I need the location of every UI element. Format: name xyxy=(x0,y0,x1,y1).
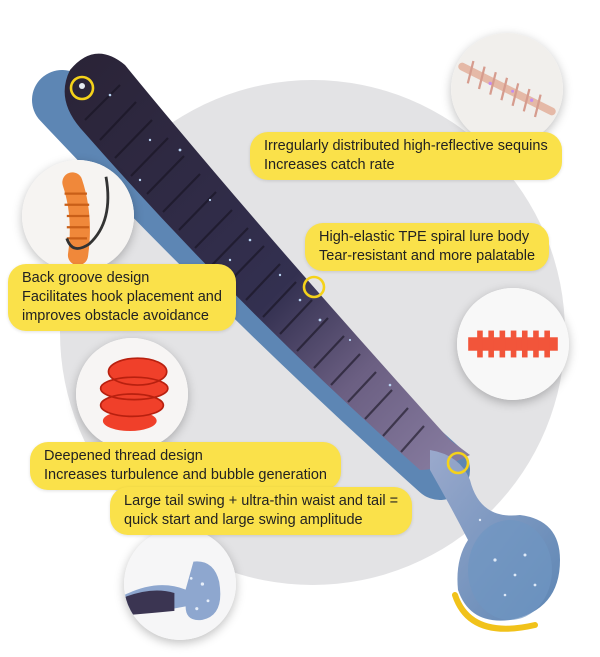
callout-groove-line3: improves obstacle avoidance xyxy=(22,308,209,324)
lure-body xyxy=(64,53,470,471)
tail-sequins xyxy=(478,518,537,597)
callout-body-line2: Tear-resistant and more palatable xyxy=(319,248,536,264)
callout-thread-line2: Increases turbulence and bubble generati… xyxy=(44,467,327,483)
motion-swoosh xyxy=(452,592,538,632)
callout-body: High-elastic TPE spiral lure body Tear-r… xyxy=(305,223,550,271)
thumb-tpe-body xyxy=(457,288,569,400)
callout-sequins-line2: Increases catch rate xyxy=(264,157,395,173)
lure-rib-lines xyxy=(84,84,425,453)
callout-tail-line2: quick start and large swing amplitude xyxy=(124,512,363,528)
thumb-thread-design xyxy=(76,338,188,450)
thumb-sequins-closeup xyxy=(451,33,563,145)
callout-groove-line2: Facilitates hook placement and xyxy=(22,289,222,305)
thumb-hook-groove xyxy=(22,160,134,272)
pointer-circle-head xyxy=(69,75,95,101)
thumb-tail-closeup xyxy=(124,528,236,640)
callout-tail-line1: Large tail swing + ultra-thin waist and … xyxy=(124,493,399,509)
pointer-circle-body xyxy=(302,275,326,299)
callout-thread-line1: Deepened thread design xyxy=(44,448,203,464)
callout-sequins: Irregularly distributed high-reflective … xyxy=(250,132,562,180)
lure-sequins xyxy=(108,93,392,387)
callout-body-line1: High-elastic TPE spiral lure body xyxy=(319,229,530,245)
callout-sequins-line1: Irregularly distributed high-reflective … xyxy=(264,138,548,154)
pointer-circle-tail xyxy=(446,451,470,475)
lure-eye xyxy=(79,83,85,89)
callout-thread: Deepened thread design Increases turbule… xyxy=(30,442,341,490)
callout-tail: Large tail swing + ultra-thin waist and … xyxy=(110,487,413,535)
callout-groove-line1: Back groove design xyxy=(22,270,150,286)
callout-groove: Back groove design Facilitates hook plac… xyxy=(8,264,236,331)
lure-tail-paddle xyxy=(468,520,552,620)
